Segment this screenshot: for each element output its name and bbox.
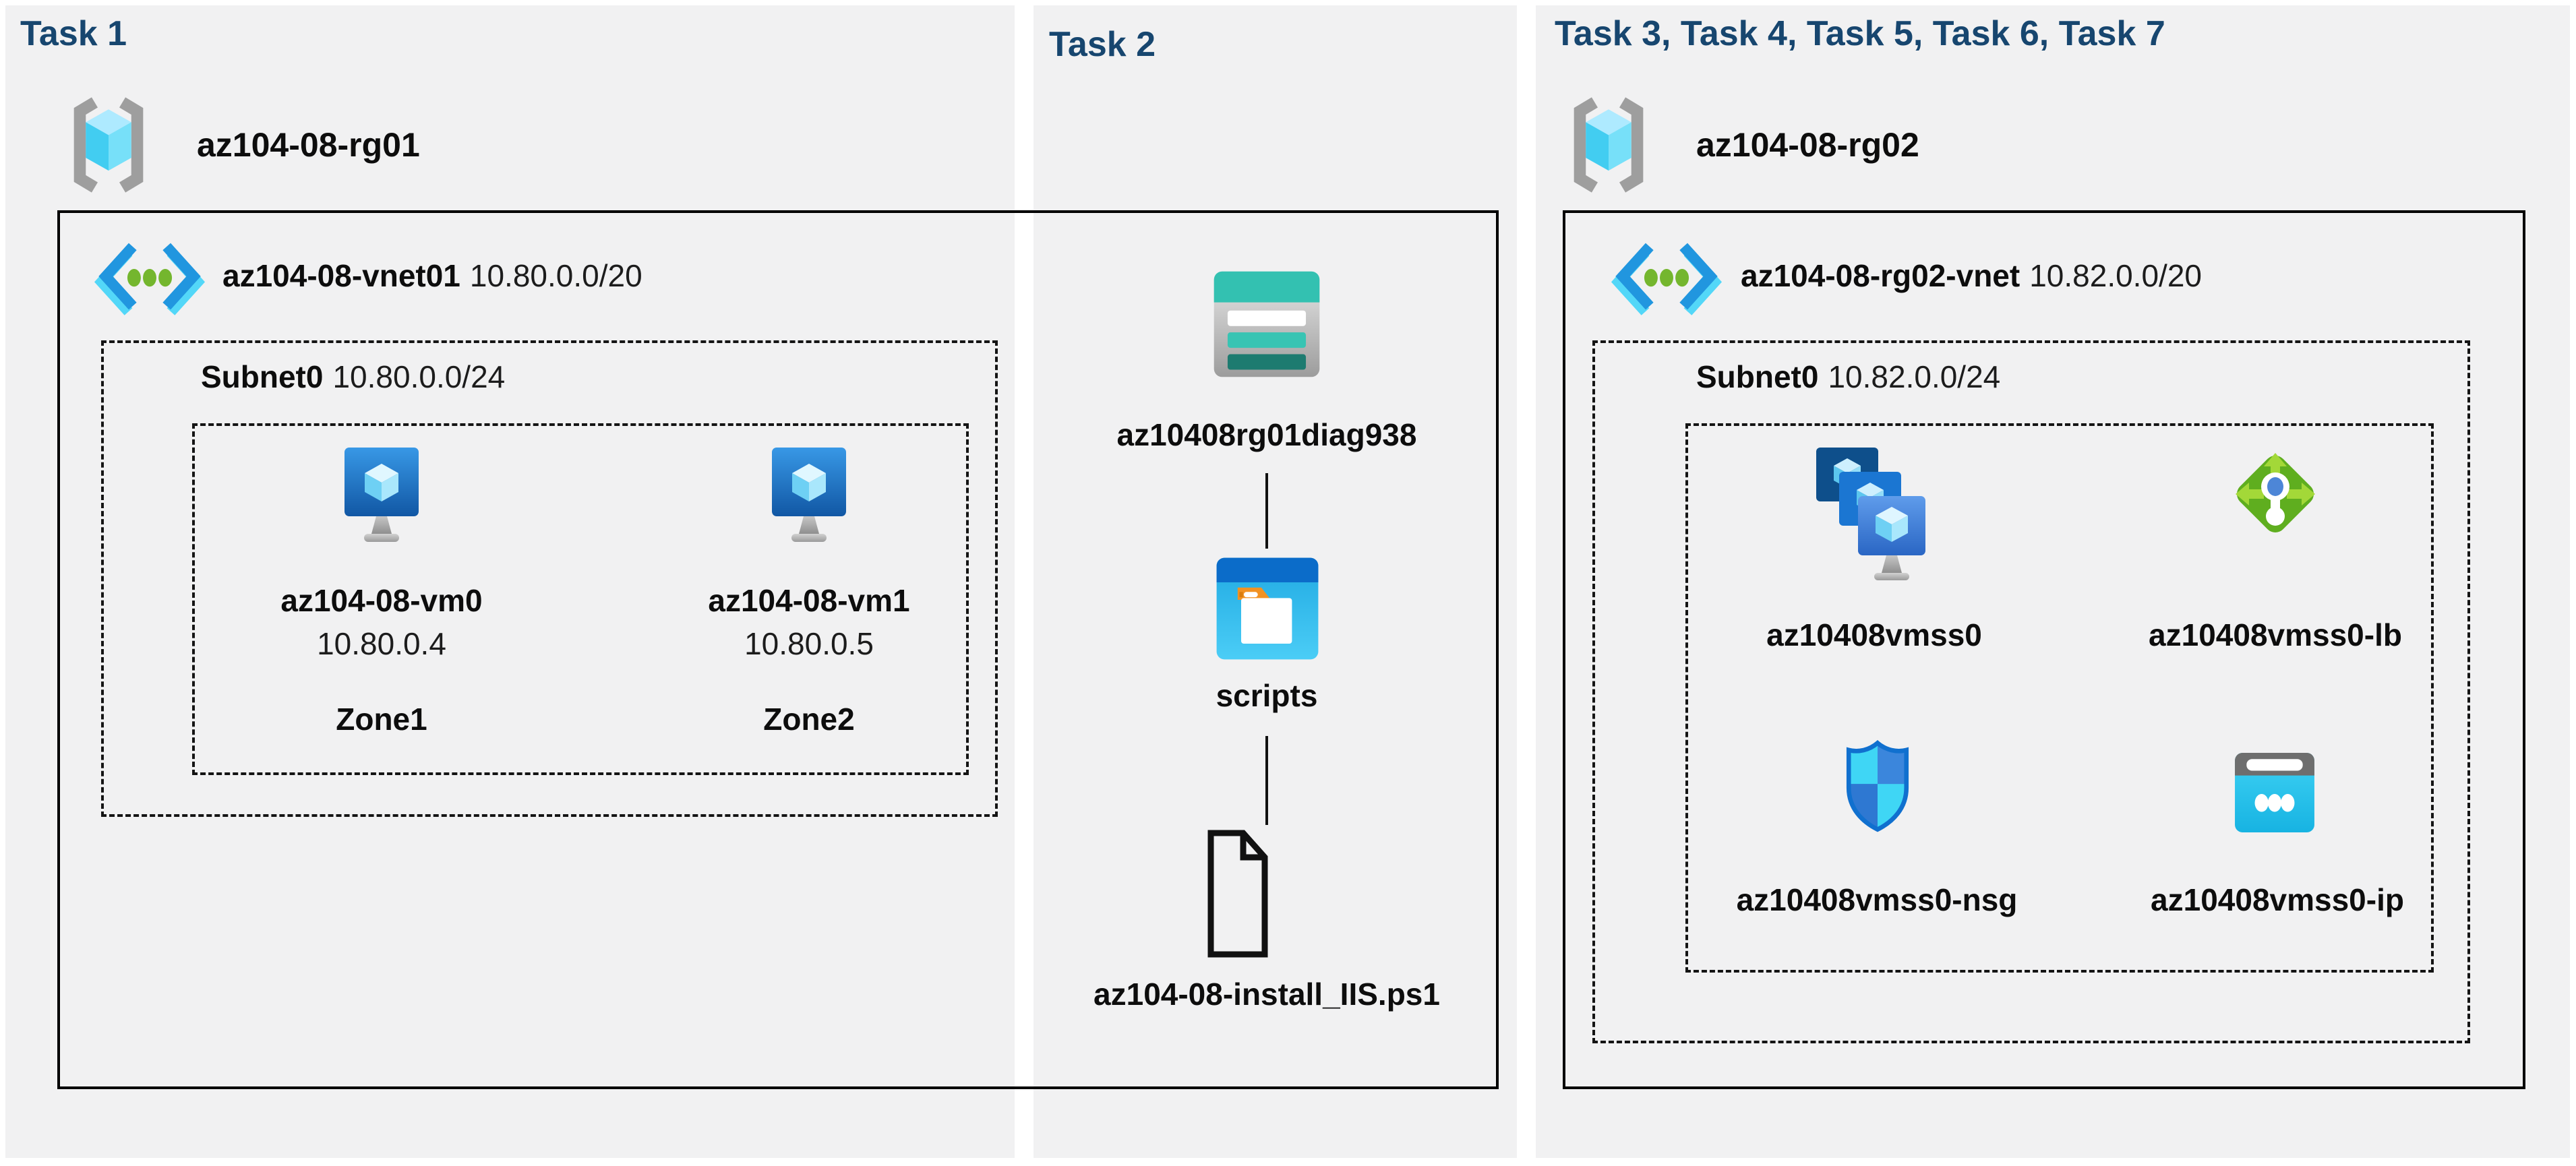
task3-subnet-boundary (1592, 340, 2470, 1043)
vnet-cidr: 10.80.0.0/20 (469, 258, 642, 293)
panel-task1 (5, 5, 1015, 1158)
scripts-folder-label: scripts (1216, 678, 1318, 713)
vm-name: az104-08-vm1 (708, 583, 910, 618)
vmss-group-boundary (1685, 423, 2434, 973)
load-balancer-icon (2225, 443, 2326, 548)
task1-subnet-boundary (101, 340, 998, 817)
subnet-cidr: 10.80.0.0/24 (332, 359, 506, 394)
load-balancer-label: az10408vmss0-lb (2149, 617, 2402, 652)
vm-ip: 10.80.0.5 (744, 626, 874, 661)
task1-title: Task 1 (20, 14, 127, 53)
resource-group-icon (1564, 94, 1653, 199)
virtual-machine-icon (341, 445, 422, 555)
public-ip-label: az10408vmss0-ip (2151, 882, 2404, 917)
scripts-folder-icon (1215, 551, 1320, 669)
resource-group-label: az104-08-rg02 (1696, 126, 1919, 164)
vm-name: az104-08-vm0 (280, 583, 483, 618)
script-file-icon (1205, 828, 1270, 963)
storage-account-icon (1212, 266, 1321, 386)
task1-vnet-boundary (57, 210, 1499, 1089)
vm-zone: Zone1 (336, 702, 427, 737)
virtual-network-icon (93, 237, 206, 319)
subnet-cidr: 10.82.0.0/24 (1828, 359, 2001, 394)
virtual-machine-icon (769, 445, 849, 555)
subnet-name: Subnet0 (1696, 359, 1819, 394)
vnet-label: az104-08-vnet01 10.80.0.0/20 (222, 257, 642, 294)
connector-folder-to-file (1265, 736, 1268, 825)
vnet-name: az104-08-rg02-vnet (1741, 258, 2020, 293)
connector-storage-to-folder (1265, 473, 1268, 549)
subnet-label: Subnet0 10.82.0.0/24 (1696, 359, 2000, 395)
panel-task3 (1536, 5, 2570, 1158)
storage-account-label: az10408rg01diag938 (1116, 417, 1417, 452)
vmss-icon (1812, 443, 1937, 594)
resource-group-label: az104-08-rg01 (197, 126, 420, 164)
resource-group-icon (64, 94, 153, 199)
subnet-name: Subnet0 (201, 359, 324, 394)
task2-title: Task 2 (1049, 25, 1156, 64)
vnet-label: az104-08-rg02-vnet 10.82.0.0/20 (1741, 257, 2202, 294)
availability-zones-boundary (192, 423, 969, 775)
vm-zone: Zone2 (763, 702, 855, 737)
script-file-label: az104-08-install_IIS.ps1 (1094, 977, 1440, 1012)
task3-vnet-boundary (1563, 210, 2525, 1089)
vmss-label: az10408vmss0 (1766, 617, 1982, 652)
vnet-name: az104-08-vnet01 (222, 258, 460, 293)
virtual-network-icon (1610, 237, 1723, 319)
nsg-label: az10408vmss0-nsg (1736, 882, 2018, 917)
nsg-shield-icon (1839, 736, 1916, 840)
public-ip-icon (2233, 751, 2316, 838)
vnet-cidr: 10.82.0.0/20 (2029, 258, 2202, 293)
task3-title: Task 3, Task 4, Task 5, Task 6, Task 7 (1555, 14, 2165, 53)
vm-ip: 10.80.0.4 (317, 626, 446, 661)
